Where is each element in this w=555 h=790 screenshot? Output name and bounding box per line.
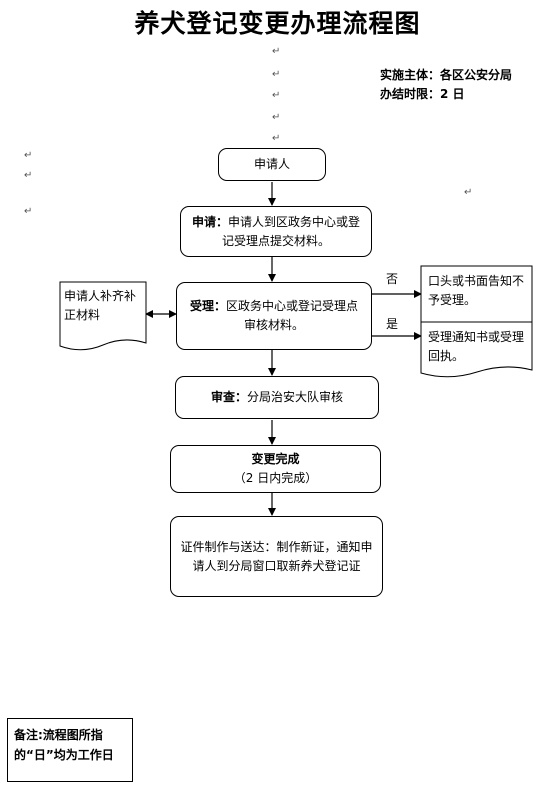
review-box: 审查：分局治安大队审核 <box>175 376 379 419</box>
return-mark: ↵ <box>24 206 33 217</box>
accept-heading: 受理： <box>189 299 226 313</box>
accept-text: 区政务中心或登记受理点审核材料。 <box>226 299 359 332</box>
apply-heading: 申请： <box>191 214 228 229</box>
yes-label: 是 <box>386 317 399 331</box>
notice-doc-shape <box>420 321 533 378</box>
supplement-doc-shape <box>59 281 147 351</box>
complete-heading: 变更完成 <box>251 452 300 466</box>
certificate-text: 证件制作与送达：制作新证，通知申请人到分局窗口取新养犬登记证 <box>180 539 373 573</box>
review-heading: 审查： <box>210 390 247 404</box>
reject-doc: 口头或书面告知不予受理。 <box>428 272 528 310</box>
review-text: 分局治安大队审核 <box>247 390 344 404</box>
applicant-text: 申请人 <box>253 157 290 171</box>
remark-text: 备注:流程图所指的“日”均为工作日 <box>14 728 114 762</box>
complete-box: 变更完成 （2 日内完成） <box>170 445 381 493</box>
return-mark: ↵ <box>24 170 33 181</box>
return-mark: ↵ <box>24 150 33 161</box>
return-mark: ↵ <box>272 133 281 144</box>
supplement-doc: 申请人补齐补正材料 <box>64 287 144 325</box>
apply-text: 申请人到区政务中心或登记受理点提交材料。 <box>221 214 361 248</box>
notice-text: 受理通知书或受理回执。 <box>428 330 525 363</box>
return-mark: ↵ <box>272 112 281 123</box>
complete-subtext: （2 日内完成） <box>233 471 318 485</box>
return-mark: ↵ <box>272 90 281 101</box>
certificate-box: 证件制作与送达：制作新证，通知申请人到分局窗口取新养犬登记证 <box>170 516 383 597</box>
meta-info: 实施主体：各区公安分局 办结时限：2 日 <box>380 66 512 104</box>
page-title: 养犬登记变更办理流程图 <box>134 9 421 38</box>
apply-box: 申请：申请人到区政务中心或登记受理点提交材料。 <box>180 206 372 257</box>
return-mark: ↵ <box>272 69 281 80</box>
reject-text: 口头或书面告知不予受理。 <box>428 274 525 307</box>
applicant-box: 申请人 <box>218 148 326 181</box>
supplement-text: 申请人补齐补正材料 <box>64 289 137 322</box>
time-limit-text: 办结时限：2 日 <box>380 87 465 101</box>
no-label: 否 <box>386 272 399 286</box>
agency-text: 实施主体：各区公安分局 <box>380 68 513 82</box>
accept-box: 受理：区政务中心或登记受理点审核材料。 <box>176 282 372 350</box>
return-mark: ↵ <box>272 46 281 57</box>
notice-doc: 受理通知书或受理回执。 <box>428 328 528 366</box>
return-mark: ↵ <box>464 187 473 198</box>
remark-note: 备注:流程图所指的“日”均为工作日 <box>7 718 133 782</box>
